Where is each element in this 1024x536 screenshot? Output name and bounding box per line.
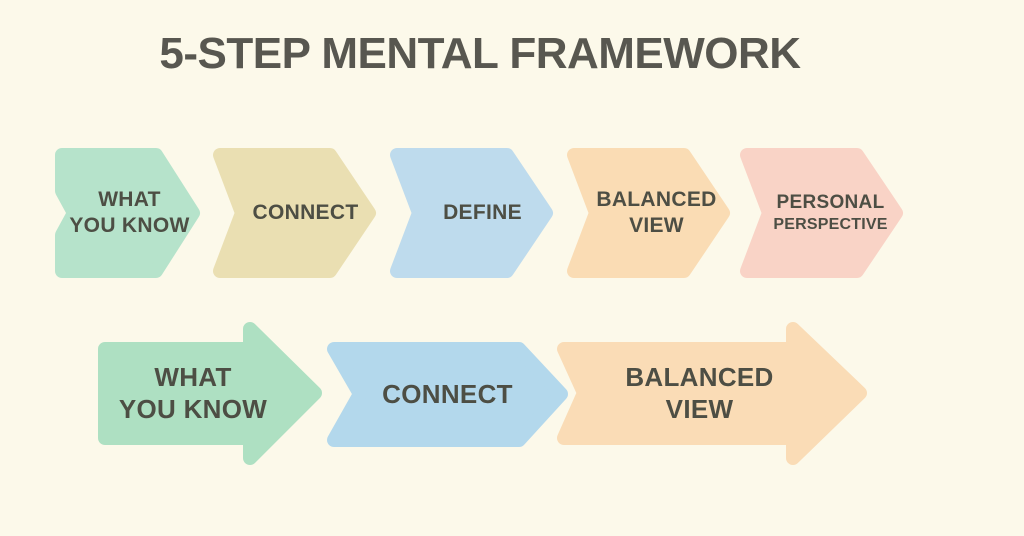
step-label-line: DEFINE: [443, 200, 522, 224]
chevron-shape: [327, 342, 568, 447]
row1-step5-arrow-personal-perspective: [740, 148, 903, 278]
step-label-line: CONNECT: [382, 378, 513, 409]
row2-step3-label: BALANCED VIEW: [557, 322, 842, 465]
step-label-line: YOU KNOW: [69, 214, 190, 237]
step-label-line: BALANCED: [625, 362, 774, 393]
row1-step3-label: DEFINE: [390, 148, 553, 278]
chevron-shape: [567, 148, 730, 278]
chevron-shape: [390, 148, 553, 278]
step-label-line: VIEW: [629, 214, 684, 237]
arrow-shape: [557, 322, 867, 465]
step-label-line: PERSONAL: [776, 192, 885, 214]
row2-step3-arrow-balanced-view: [557, 322, 867, 465]
row1-step2-arrow-connect: [213, 148, 376, 278]
row1-step5-label: PERSONAL PERSPECTIVE: [740, 148, 903, 278]
row1-step4-arrow-balanced-view: [567, 148, 730, 278]
step-label-line: BALANCED: [596, 187, 717, 211]
chevron-shape: [55, 148, 200, 278]
row1-step1-label: WHAT YOU KNOW: [55, 148, 200, 278]
step-label-line: PERSPECTIVE: [773, 215, 888, 233]
step-label-line: WHAT: [154, 362, 232, 393]
step-label-line: YOU KNOW: [118, 393, 268, 424]
row1-step2-label: CONNECT: [213, 148, 376, 278]
row1-step1-arrow-what-you-know: [55, 148, 200, 278]
row1-step3-arrow-define: [390, 148, 553, 278]
chevron-shape: [740, 148, 903, 278]
chevron-shape: [213, 148, 376, 278]
row2-step2-label: CONNECT: [327, 342, 568, 447]
row1-step4-label: BALANCED VIEW: [567, 148, 730, 278]
page-title: 5-STEP MENTAL FRAMEWORK: [159, 29, 801, 78]
row2-step2-arrow-connect: [327, 342, 568, 447]
arrow-shape: [98, 322, 322, 465]
row2-step1-arrow-what-you-know: [98, 322, 322, 465]
step-label-line: CONNECT: [252, 200, 359, 224]
row2-step1-label: WHAT YOU KNOW: [98, 322, 288, 465]
step-label-line: VIEW: [665, 393, 734, 424]
step-label-line: WHAT: [98, 187, 161, 211]
